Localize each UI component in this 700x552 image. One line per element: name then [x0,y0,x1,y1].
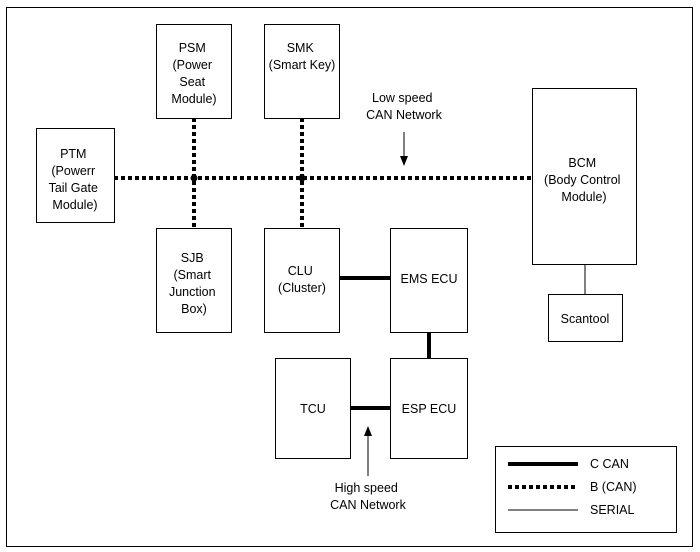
b-can-junction-smk [298,174,306,182]
smk-box [264,24,340,119]
legend-c-can-label: C CAN [590,457,629,471]
low-speed-annotation: Low speed CAN Network [366,91,442,122]
esp-ecu-label: ESP ECU [402,402,457,416]
legend-b-can-label: B (CAN) [590,480,637,494]
scantool-box [548,294,623,342]
ptm-label: PTM (Powerr Tail Gate Module) [49,147,102,212]
legend-box [495,446,677,533]
sjb-label: SJB (Smart Junction Box) [169,251,219,316]
b-can-junction-psm [190,174,198,182]
c-can-lines [340,276,431,410]
ptm-box [36,128,115,223]
high-speed-arrow-icon [364,426,372,436]
smk-label: SMK (Smart Key) [269,41,336,72]
psm-box [156,24,232,119]
outer-frame [6,7,693,547]
sjb-box [156,228,232,333]
ems-ecu-box [390,228,468,333]
clu-label: CLU (Cluster) [278,264,326,295]
esp-ecu-box [390,358,468,459]
b-can-lines [114,118,532,228]
legend-serial-label: SERIAL [590,503,635,517]
psm-label: PSM (Power Seat Module) [171,41,216,106]
clu-box [264,228,340,333]
ems-ecu-label: EMS ECU [401,272,458,286]
bcm-label: BCM (Body Control Module) [544,156,624,204]
low-speed-arrow-icon [400,156,408,166]
bcm-box [532,88,637,265]
tcu-label: TCU [300,402,326,416]
scantool-label: Scantool [561,312,610,326]
high-speed-annotation: High speed CAN Network [330,481,406,512]
tcu-box [275,358,351,459]
